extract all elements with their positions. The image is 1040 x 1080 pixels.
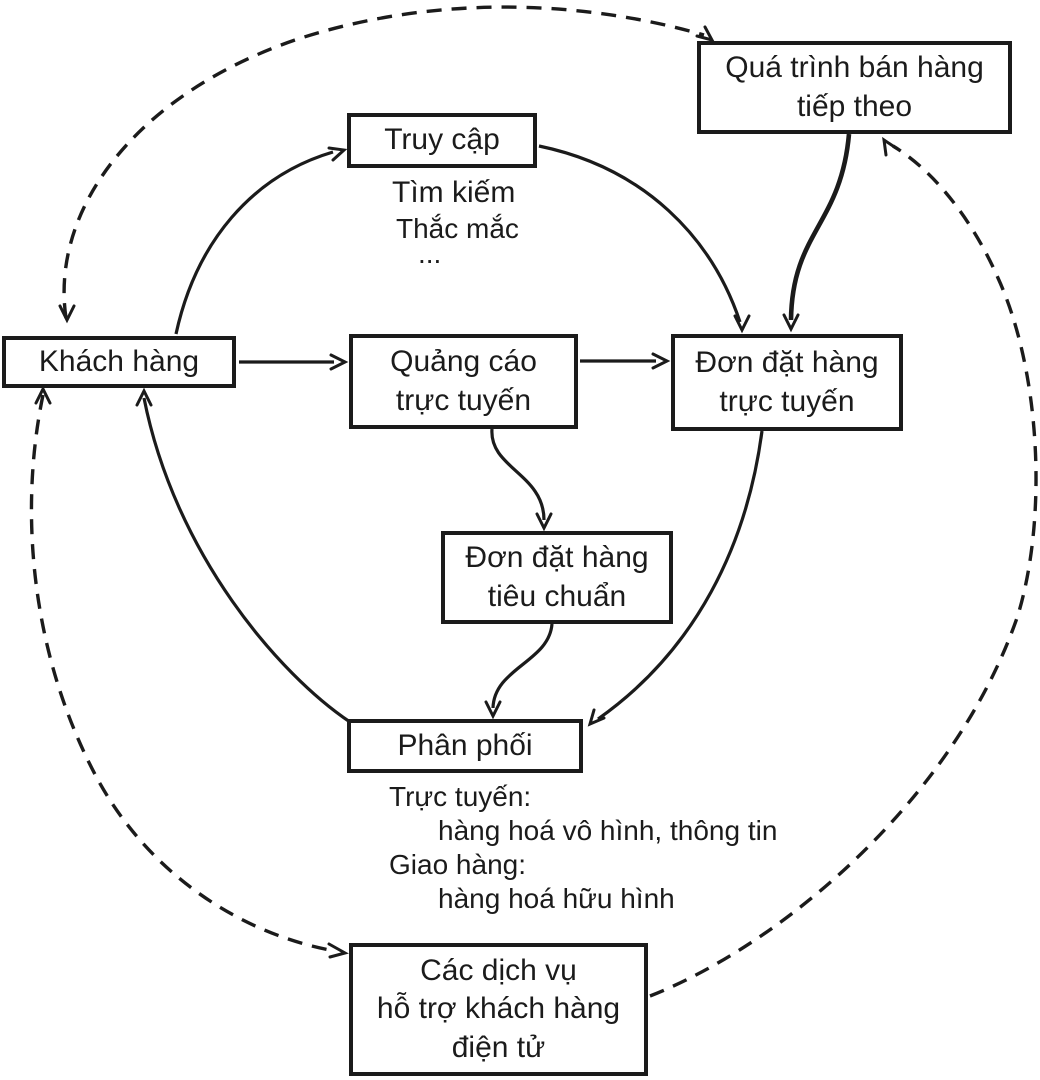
arrowhead-into-truy-cap	[327, 146, 348, 162]
node-don-tieu-chuan-label: Đơn đặt hàng tiêu chuẩn	[465, 541, 649, 613]
arrow-don-truc-tuyen-to-phan-phoi	[597, 430, 764, 721]
note-tim-kiem: Tìm kiếm	[392, 176, 516, 209]
arrowhead-into-don-truc-tuyen-left	[733, 314, 751, 334]
arrowhead-into-quang-cao	[329, 353, 349, 371]
node-truy-cap-label: Truy cập	[384, 123, 500, 157]
dashed-arc-qua-trinh-khach-hang	[62, 5, 705, 319]
arrow-truy-cap-to-don-truc-tuyen	[538, 144, 742, 323]
arrowhead-into-don-tieu-chuan	[535, 512, 553, 532]
dashed-arrowhead-into-cac-dich-vu	[327, 942, 349, 959]
arrow-quang-cao-to-don-tieu-chuan	[490, 428, 546, 521]
arrowhead-into-don-truc-tuyen-right	[782, 313, 800, 333]
node-cac-dich-vu-label: Các dịch vụ hỗ trợ khách hàng điện tử	[376, 954, 621, 1064]
node-quang-cao: Quảng cáo trực tuyến	[349, 334, 578, 429]
dashed-arrowhead-into-khach-hang-bottom	[34, 385, 52, 405]
node-qua-trinh-label: Quá trình bán hàng tiếp theo	[725, 51, 984, 123]
node-khach-hang-label: Khách hàng	[38, 344, 200, 378]
node-don-dat-hang-truc-tuyen: Đơn đặt hàng trực tuyến	[671, 334, 903, 431]
arrowhead-into-khach-hang-bottom	[135, 387, 153, 407]
node-qua-trinh-ban-hang: Quá trình bán hàng tiếp theo	[697, 41, 1012, 134]
dashed-arc-khach-hang-cac-dich-vu	[29, 394, 336, 953]
node-phan-phoi-label: Phân phối	[397, 728, 533, 762]
arrow-khach-hang-to-truy-cap	[174, 150, 334, 335]
node-phan-phoi: Phân phối	[347, 719, 583, 773]
note-ellipsis: ...	[418, 238, 442, 269]
arrowhead-into-phan-phoi-corner	[587, 708, 606, 727]
arrow-phan-phoi-to-khach-hang	[142, 397, 351, 724]
dashed-arrowhead-into-qua-trinh-corner	[695, 25, 715, 43]
note-hang-hoa-huu-hinh: hàng hoá hữu hình	[438, 883, 675, 914]
node-truy-cap: Truy cập	[347, 113, 537, 168]
note-truc-tuyen: Trực tuyến:	[389, 781, 532, 812]
note-thac-mac: Thắc mắc	[396, 213, 519, 244]
node-don-dat-hang-tieu-chuan: Đơn đặt hàng tiêu chuẩn	[441, 531, 673, 624]
arrow-qua-trinh-to-don-truc-tuyen	[788, 133, 852, 321]
arrowhead-into-phan-phoi-top	[484, 700, 502, 720]
dashed-arrowhead-into-qua-trinh-bottom	[882, 136, 898, 157]
note-giao-hang: Giao hàng:	[389, 849, 526, 880]
dashed-arc-cac-dich-vu-qua-trinh	[649, 144, 1038, 998]
node-cac-dich-vu: Các dịch vụ hỗ trợ khách hàng điện tử	[349, 943, 648, 1076]
node-don-truc-tuyen-label: Đơn đặt hàng trực tuyến	[695, 346, 879, 418]
note-hang-hoa-vo-hinh: hàng hoá vô hình, thông tin	[438, 815, 778, 846]
node-quang-cao-label: Quảng cáo trực tuyến	[390, 345, 537, 417]
arrow-don-tieu-chuan-to-phan-phoi	[491, 623, 554, 709]
arrowhead-into-don-truc-tuyen	[651, 352, 671, 370]
dashed-arrowhead-into-khach-hang-top	[58, 304, 76, 324]
node-khach-hang: Khách hàng	[2, 336, 236, 388]
